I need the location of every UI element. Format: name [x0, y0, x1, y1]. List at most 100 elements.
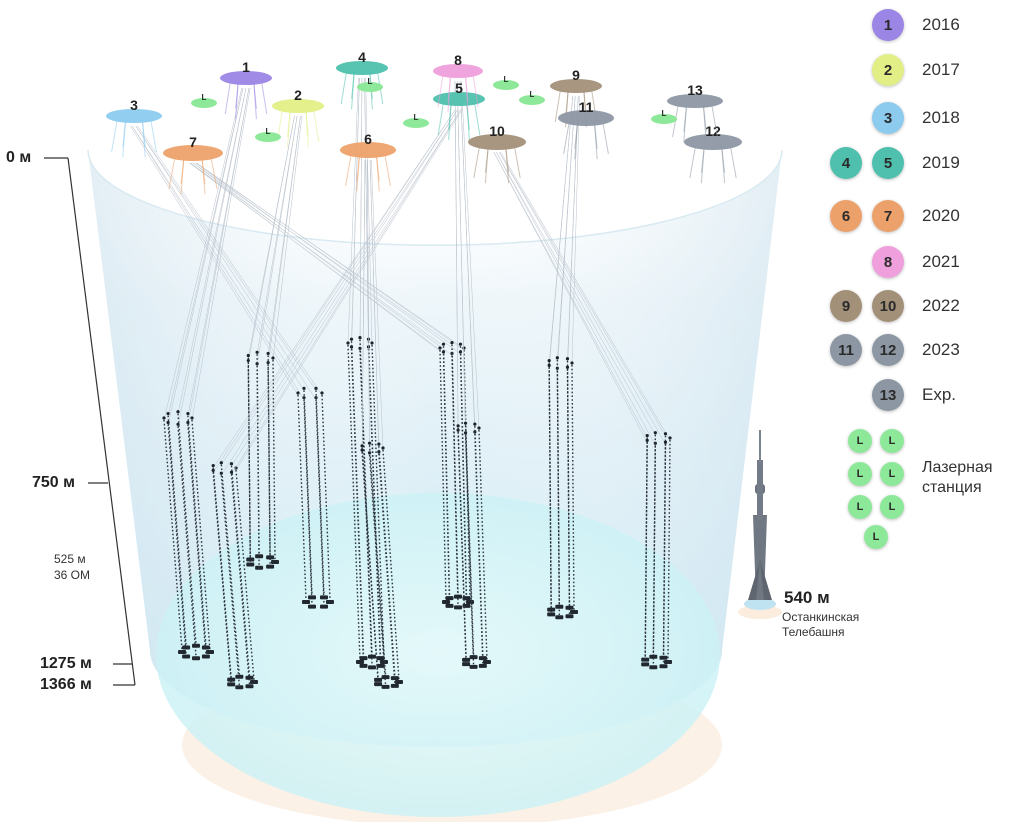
string-anchor	[555, 615, 564, 620]
string-buoy	[229, 462, 234, 466]
string-anchor	[478, 663, 487, 668]
surface-cable	[548, 95, 574, 363]
surface-cable	[190, 162, 444, 347]
string-anchor	[245, 684, 254, 689]
cluster-disk	[667, 94, 723, 108]
string-buoy	[266, 360, 270, 365]
string-buoy	[246, 353, 250, 358]
detector-string	[167, 424, 187, 655]
legend-label: 2016	[922, 15, 960, 34]
string-anchor	[555, 604, 564, 609]
string-anchor	[246, 562, 255, 567]
surface-cable	[191, 87, 251, 421]
string-buoy	[234, 466, 238, 470]
legend-badge: 7	[872, 200, 904, 232]
cluster-hanger	[437, 74, 444, 108]
string-anchor	[454, 594, 462, 599]
string-anchor	[659, 664, 668, 669]
legend-label: 2020	[922, 206, 960, 225]
detector-string	[662, 444, 667, 665]
detector-string	[474, 426, 484, 657]
detector-string	[382, 449, 400, 681]
cluster-number: 6	[364, 131, 372, 147]
string-buoy	[166, 411, 170, 416]
laser-station-label-line1: Лазерная	[922, 459, 993, 476]
detector-string	[371, 344, 385, 661]
surface-cable	[461, 80, 480, 431]
cluster-hanger	[313, 109, 320, 143]
cluster-disk	[684, 134, 742, 150]
string-buoy	[367, 441, 372, 445]
string-buoy	[645, 434, 649, 438]
detector-string	[220, 464, 241, 675]
string-anchor	[206, 650, 214, 654]
surface-cable	[195, 162, 461, 355]
cluster-disk	[340, 142, 396, 158]
string-buoy	[547, 363, 551, 367]
string-buoy	[360, 444, 364, 448]
detector-string	[464, 425, 475, 656]
laser-station-disk	[191, 98, 217, 108]
detector-string	[267, 355, 271, 556]
string-anchor	[445, 603, 454, 608]
detector-string	[359, 350, 373, 666]
detector-string	[644, 442, 648, 663]
detector-string	[644, 437, 648, 658]
cluster-number: 3	[130, 97, 138, 113]
laser-station-legend-badge: L	[848, 429, 872, 453]
detector-string	[235, 469, 255, 681]
string-buoy	[211, 464, 215, 468]
string-anchor	[381, 675, 390, 680]
string-anchor	[469, 664, 478, 669]
surface-cable	[177, 87, 247, 414]
detector-string	[662, 435, 667, 656]
cluster-disk	[468, 134, 526, 150]
detector-string	[347, 344, 361, 661]
string-buoy	[438, 346, 442, 350]
laser-station-disk	[493, 80, 519, 90]
detector-string	[367, 341, 382, 657]
cluster-disk	[163, 145, 223, 161]
cluster-number: 5	[455, 80, 463, 96]
cluster-disk	[433, 64, 483, 78]
cluster-hanger	[111, 119, 118, 153]
string-anchor	[308, 604, 316, 609]
string-buoy	[377, 442, 381, 446]
string-anchor	[469, 655, 478, 660]
cluster-hanger	[472, 74, 479, 108]
cluster-hanger	[554, 89, 561, 123]
cluster-hanger	[287, 109, 291, 137]
string-anchor	[255, 554, 264, 559]
laser-station-legend-badge: L	[848, 495, 872, 519]
surface-cable	[189, 162, 441, 351]
surface-cable	[192, 162, 453, 356]
lake-floor	[156, 493, 720, 817]
detector-string	[220, 475, 241, 686]
legend-row-2022: 9 10 2022	[820, 289, 1020, 329]
string-anchor	[649, 665, 658, 670]
string-buoy	[255, 362, 259, 366]
laser-station-marker: L	[493, 75, 519, 90]
surface-cable	[221, 108, 459, 465]
cluster-hanger	[122, 119, 127, 147]
string-anchor	[659, 655, 668, 660]
cluster-hanger	[253, 81, 257, 109]
cluster-disk	[336, 61, 388, 75]
string-anchor	[255, 565, 264, 570]
laser-station-marker: L	[651, 109, 677, 124]
detector-string	[378, 446, 396, 677]
depth-0-label: 0 м	[6, 149, 32, 166]
string-anchor	[376, 656, 385, 661]
legend-row-exp: 13 Exp.	[820, 378, 1020, 418]
string-anchor	[565, 605, 574, 610]
cluster-disk	[558, 110, 614, 126]
surface-cable	[231, 108, 462, 475]
tower-name-line2: Телебашня	[782, 625, 845, 639]
surface-cable	[167, 87, 244, 416]
string-buoy	[358, 336, 362, 340]
string-anchor	[227, 682, 236, 687]
surface-cable	[361, 159, 366, 448]
string-anchor	[359, 663, 368, 668]
surface-cable	[231, 108, 462, 466]
detector-string	[272, 359, 276, 561]
